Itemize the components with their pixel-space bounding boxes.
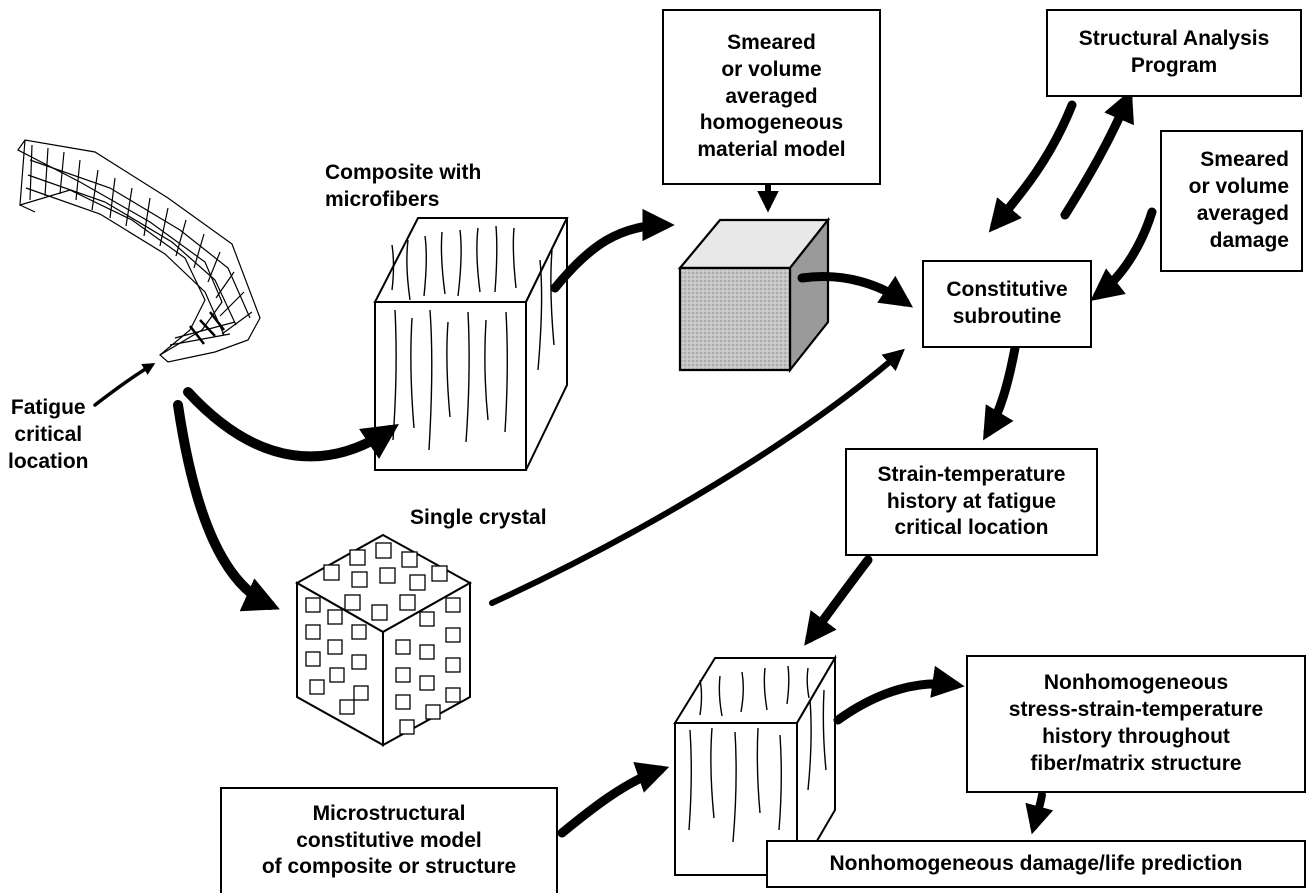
turbine-blade-mesh-icon (17, 139, 261, 363)
fiber-composite-cube-icon (373, 217, 569, 471)
flow-arrows (93, 89, 1157, 838)
constitutive-subroutine-box: Constitutive subroutine (922, 260, 1092, 348)
arrow-cube-to-subroutine (797, 272, 914, 308)
structural-analysis-program-text: Structural Analysis Program (1078, 27, 1270, 77)
arrow-history-to-fibercube (804, 555, 873, 646)
arrow-program-to-subroutine (988, 100, 1077, 233)
arrow-subroutine-to-history (983, 343, 1020, 441)
smeared-damage-text: Smeared or volume averaged damage (1188, 148, 1289, 252)
arrow-crystal-to-subroutine (489, 348, 905, 606)
smeared-damage-box: Smeared or volume averaged damage (1160, 130, 1303, 272)
constitutive-subroutine-text: Constitutive subroutine (946, 278, 1068, 328)
single-crystal-label: Single crystal (410, 506, 547, 529)
arrow-microstructural-to-fibercube (557, 762, 670, 838)
composite-microfibers-label: Composite with microfibers (325, 161, 482, 211)
damage-life-prediction-box: Nonhomogeneous damage/life prediction (766, 840, 1306, 888)
microstructural-model-box: Microstructural constitutive model of co… (220, 787, 558, 893)
nonhomogeneous-history-box: Nonhomogeneous stress-strain-temperature… (966, 655, 1306, 793)
homogeneous-cube-icon (677, 216, 831, 374)
single-crystal-cube-icon (294, 533, 473, 747)
strain-temperature-history-box: Strain-temperature history at fatigue cr… (845, 448, 1098, 556)
smeared-material-model-box: Smeared or volume averaged homogeneous m… (662, 9, 881, 185)
nonhomogeneous-history-text: Nonhomogeneous stress-strain-temperature… (1008, 671, 1264, 775)
arrow-nonhomogeneous-to-prediction (1025, 791, 1054, 835)
arrow-damage-to-subroutine (1090, 207, 1157, 301)
microstructural-model-text: Microstructural constitutive model of co… (261, 801, 517, 879)
fiber-matrix-cube-icon (673, 654, 837, 879)
smeared-material-model-text: Smeared or volume averaged homogeneous m… (697, 30, 846, 162)
damage-life-prediction-text: Nonhomogeneous damage/life prediction (829, 851, 1243, 875)
arrow-subroutine-to-program (1060, 89, 1134, 220)
structural-analysis-program-box: Structural Analysis Program (1046, 9, 1302, 97)
arrow-fibercube-to-nonhomogeneous (833, 665, 965, 725)
strain-temperature-history-text: Strain-temperature history at fatigue cr… (877, 462, 1066, 540)
arrow-blade-to-crystal (173, 400, 280, 612)
fatigue-critical-location-label: Fatigue critical location (8, 396, 89, 473)
arrow-fatigue-to-blade (93, 363, 156, 407)
arrow-blade-to-composite (183, 387, 399, 462)
arrow-composite-to-homogeneous (550, 208, 675, 293)
